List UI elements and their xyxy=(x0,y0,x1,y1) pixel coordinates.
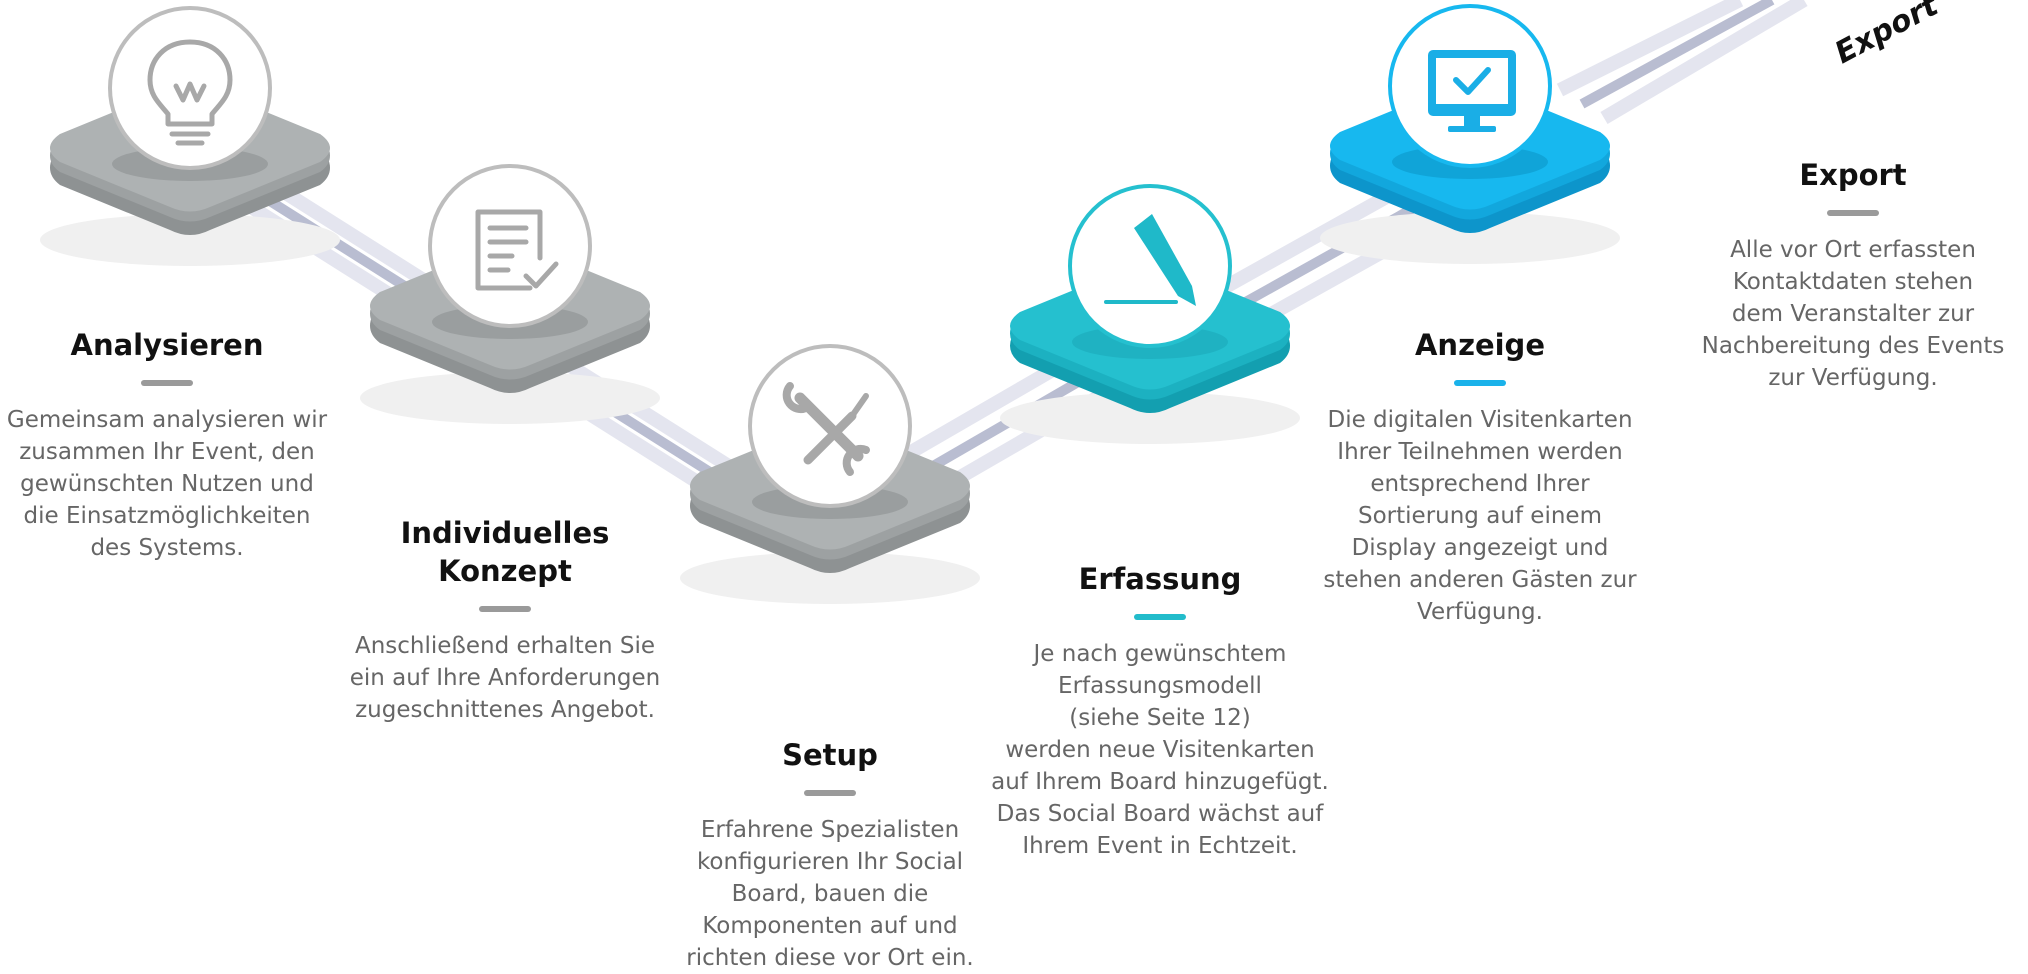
platform-erfassung xyxy=(1000,184,1300,444)
desc-line: Das Social Board wächst auf xyxy=(996,801,1324,827)
desc-line: Erfassungsmodell xyxy=(1058,673,1262,699)
desc-line: auf Ihrem Board hinzugefügt. xyxy=(991,769,1329,795)
step-setup: Setup Erfahrene Spezialisten konfigurier… xyxy=(665,736,995,974)
desc-line: gewünschten Nutzen und xyxy=(20,471,314,497)
desc-line: Alle vor Ort erfassten xyxy=(1730,237,1976,263)
desc-line: Die digitalen Visitenkarten xyxy=(1327,407,1633,433)
title-line: Individuelles xyxy=(400,516,610,550)
step-title: Analysieren xyxy=(70,328,264,362)
step-divider xyxy=(479,606,531,612)
desc-line: werden neue Visitenkarten xyxy=(1005,737,1315,763)
step-title: Setup xyxy=(782,738,878,772)
desc-line: Verfügung. xyxy=(1417,599,1543,625)
desc-line: Erfahrene Spezialisten xyxy=(700,817,960,843)
desc-line: stehen anderen Gästen zur xyxy=(1323,567,1637,593)
step-divider xyxy=(1454,380,1506,386)
path-label-export: Export xyxy=(1829,0,1945,71)
step-analysieren: Analysieren Gemeinsam analysieren wir zu… xyxy=(2,326,332,564)
step-divider xyxy=(804,790,856,796)
desc-line: Ihrer Teilnehmen werden xyxy=(1337,439,1623,465)
desc-line: Nachbereitung des Events xyxy=(1701,333,2005,359)
desc-line: Je nach gewünschtem xyxy=(1033,641,1287,667)
platform-konzept xyxy=(360,164,660,424)
step-divider xyxy=(141,380,193,386)
desc-line: Gemeinsam analysieren wir xyxy=(6,407,328,433)
step-individuelles-konzept: Individuelles Konzept Anschließend erhal… xyxy=(340,514,670,726)
pencil-icon xyxy=(1104,214,1196,306)
desc-line: die Einsatzmöglichkeiten xyxy=(23,503,311,529)
platform-analysieren xyxy=(40,6,340,266)
step-title: Individuelles Konzept xyxy=(340,514,670,590)
desc-line: konfigurieren Ihr Social xyxy=(696,849,964,875)
step-description: Anschließend erhalten Sie ein auf Ihre A… xyxy=(340,630,670,726)
desc-line: Ihrem Event in Echtzeit. xyxy=(1022,833,1298,859)
desc-line: entsprechend Ihrer xyxy=(1370,471,1590,497)
desc-line: richten diese vor Ort ein. xyxy=(686,945,974,971)
step-divider xyxy=(1134,614,1186,620)
platform-setup xyxy=(680,344,980,604)
step-title: Export xyxy=(1799,158,1907,192)
step-title: Erfassung xyxy=(1078,562,1242,596)
step-description: Alle vor Ort erfassten Kontaktdaten steh… xyxy=(1680,234,2026,394)
step-description: Je nach gewünschtem Erfassungsmodell (si… xyxy=(985,638,1335,862)
desc-line: Board, bauen die xyxy=(731,881,929,907)
desc-line: zugeschnittenes Angebot. xyxy=(355,697,655,723)
desc-line: Sortierung auf einem xyxy=(1358,503,1602,529)
desc-line: Kontaktdaten stehen xyxy=(1732,269,1974,295)
desc-line: ein auf Ihre Anforderungen xyxy=(349,665,661,691)
step-erfassung: Erfassung Je nach gewünschtem Erfassungs… xyxy=(985,560,1335,862)
step-export: Export Alle vor Ort erfassten Kontaktdat… xyxy=(1680,156,2026,394)
desc-line: dem Veranstalter zur xyxy=(1731,301,1975,327)
desc-line: Anschließend erhalten Sie xyxy=(354,633,656,659)
tools-icon xyxy=(782,382,870,476)
monitor-check-icon xyxy=(1428,50,1516,132)
document-check-icon xyxy=(475,209,559,291)
step-title: Anzeige xyxy=(1414,328,1545,362)
desc-line: (siehe Seite 12) xyxy=(1069,705,1251,731)
step-divider xyxy=(1827,210,1879,216)
step-description: Gemeinsam analysieren wir zusammen Ihr E… xyxy=(2,404,332,564)
desc-line: Display angezeigt und xyxy=(1351,535,1609,561)
platform-anzeige xyxy=(1320,4,1620,264)
desc-line: zur Verfügung. xyxy=(1768,365,1938,391)
lightbulb-icon xyxy=(147,39,233,146)
desc-line: Komponenten auf und xyxy=(702,913,958,939)
desc-line: zusammen Ihr Event, den xyxy=(19,439,315,465)
step-description: Erfahrene Spezialisten konfigurieren Ihr… xyxy=(665,814,995,974)
title-line: Konzept xyxy=(438,554,572,588)
step-description: Die digitalen Visitenkarten Ihrer Teilne… xyxy=(1305,404,1655,628)
step-anzeige: Anzeige Die digitalen Visitenkarten Ihre… xyxy=(1305,326,1655,628)
desc-line: des Systems. xyxy=(90,535,244,561)
